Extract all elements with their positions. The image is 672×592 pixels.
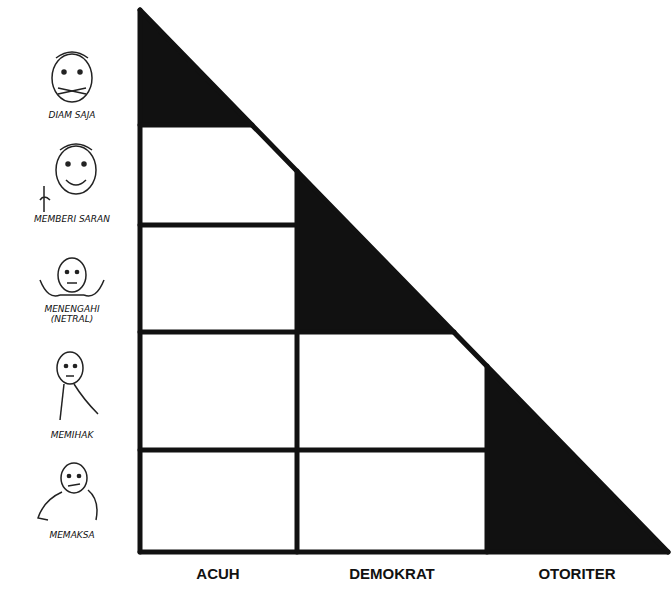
row-label: DIAM SAJA [48, 110, 95, 120]
column-label: OTORITER [538, 565, 615, 582]
frame-line [138, 10, 143, 552]
neutral-face-icon [40, 258, 104, 296]
row-line [140, 223, 297, 228]
siding-person-icon [57, 352, 98, 420]
frame-line [140, 550, 668, 555]
forcing-person-icon [38, 463, 97, 520]
column-line [295, 171, 300, 552]
hypotenuse-line [140, 10, 668, 552]
suggest-face-icon [40, 144, 96, 212]
row-label: MENENGAHI (NETRAL) [27, 304, 117, 325]
row-line [140, 448, 487, 453]
column-line [485, 366, 490, 552]
quiet-face-icon [52, 52, 92, 102]
row-label: MEMBERI SARAN [34, 214, 110, 224]
row-label: MEMAKSA [49, 530, 94, 540]
column-label: ACUH [196, 565, 239, 582]
column-label: DEMOKRAT [349, 565, 435, 582]
row-label: MEMIHAK [51, 430, 94, 440]
row-line [140, 123, 252, 128]
